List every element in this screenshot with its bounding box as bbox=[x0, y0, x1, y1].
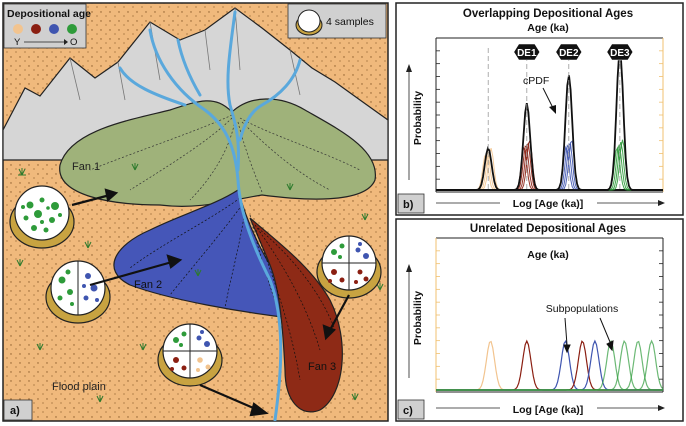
panel-b-chart: Overlapping Depositional Ages Age (ka) P… bbox=[395, 2, 684, 216]
fan-1-shape bbox=[59, 98, 376, 207]
flood-plain-label: Flood plain bbox=[52, 381, 106, 393]
panel-b-ylabel: Probability bbox=[412, 91, 424, 145]
panel-a-label: a) bbox=[10, 405, 20, 417]
legend-old: O bbox=[70, 37, 77, 48]
panel-b-label: b) bbox=[403, 199, 414, 211]
panel-b-badge-de3: DE3 bbox=[606, 43, 634, 61]
panel-b-frame bbox=[395, 2, 684, 216]
panel-c-label-box: c) bbox=[397, 399, 425, 420]
fan-3-label: Fan 3 bbox=[308, 361, 336, 373]
fan-2-label: Fan 2 bbox=[134, 279, 162, 291]
sample-fan-1 bbox=[9, 185, 75, 249]
panel-b-label-box: b) bbox=[397, 193, 425, 214]
panel-c-title: Unrelated Depositional Ages bbox=[470, 223, 626, 235]
panel-b-badge-text: DE3 bbox=[610, 48, 630, 59]
sample-key-label: 4 samples bbox=[326, 16, 374, 28]
panel-c-label: c) bbox=[403, 405, 413, 417]
sample-key: 4 samples bbox=[287, 3, 387, 39]
panel-b-top-axis: Age (ka) bbox=[527, 22, 568, 34]
panel-b-title: Overlapping Depositional Ages bbox=[463, 8, 633, 20]
legend-young: Y bbox=[14, 37, 21, 48]
panel-b-cpdf-peak-4 bbox=[436, 49, 663, 191]
panel-c-subpopulations-label: Subpopulations bbox=[546, 303, 618, 315]
panel-b-badge-text: DE1 bbox=[517, 48, 537, 59]
panel-b-badge-de2: DE2 bbox=[555, 43, 583, 61]
panel-c-xlabel: Log [Age (ka)] bbox=[513, 404, 584, 416]
panel-b-badge-de1: DE1 bbox=[513, 43, 541, 61]
panel-a-map: Fan 1 Fan 2 Fan 3 Flood plain Deposition… bbox=[2, 2, 389, 422]
panel-c-ylabel: Probability bbox=[412, 291, 424, 345]
panel-b-xlabel: Log [Age (ka)] bbox=[513, 198, 584, 210]
panel-c-top-axis: Age (ka) bbox=[527, 249, 568, 261]
panel-b-cpdf-label: cPDF bbox=[523, 75, 549, 87]
panel-c-chart: Unrelated Depositional Ages Age (ka) Pro… bbox=[395, 218, 684, 422]
fan-3-shape bbox=[249, 217, 343, 413]
fan-2-shape bbox=[113, 189, 295, 319]
depositional-age-legend: Depositional age Y O bbox=[3, 3, 91, 49]
sample-flood-plain bbox=[157, 323, 223, 387]
panel-c-frame bbox=[395, 218, 684, 422]
panel-c-pdf-9 bbox=[436, 339, 664, 391]
sample-fan-3 bbox=[316, 235, 382, 299]
river-network bbox=[118, 10, 302, 421]
legend-title: Depositional age bbox=[7, 8, 91, 20]
fan-1-label: Fan 1 bbox=[72, 161, 100, 173]
panel-b-badge-text: DE2 bbox=[559, 48, 579, 59]
panel-a-label-box: a) bbox=[3, 399, 33, 421]
